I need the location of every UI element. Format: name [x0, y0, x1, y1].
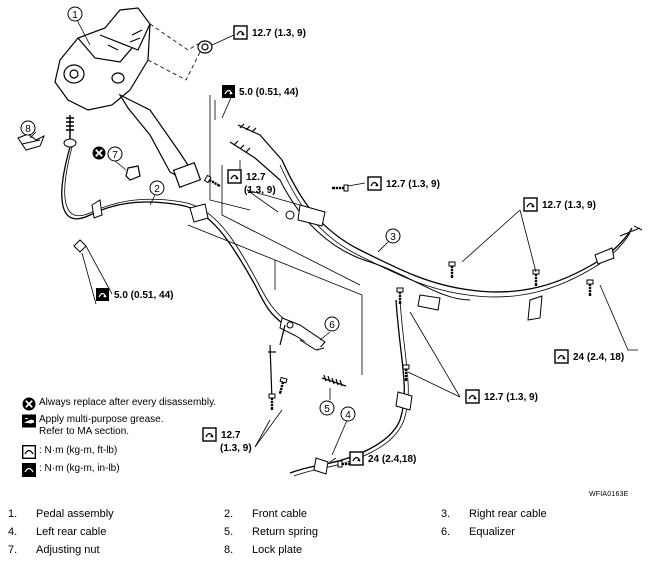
torque-label: 12.7 (1.3, 9): [233, 25, 306, 40]
svg-text:2: 2: [154, 184, 160, 195]
svg-text:5.0 (0.51, 44): 5.0 (0.51, 44): [114, 290, 173, 301]
replace-icon: [91, 145, 107, 161]
svg-text:7: 7: [112, 150, 118, 161]
torque-in-lb-icon: [221, 84, 236, 99]
svg-text:6: 6: [329, 320, 335, 331]
callout-1: 1: [67, 6, 83, 22]
torque-label: 5.0 (0.51, 44): [221, 84, 298, 99]
torque-ft-lb-icon: [349, 451, 364, 466]
torque-ft-lb-icon: [202, 427, 217, 442]
callout-3: 3: [385, 228, 401, 244]
part-item: 7.Adjusting nut: [8, 544, 100, 556]
figure-code: WFIA0163E: [589, 491, 629, 498]
front-cable: [61, 146, 289, 326]
torque-label: 12.7 (1.3, 9): [523, 197, 596, 212]
adjusting-nut: [125, 165, 141, 181]
left-rear-cable: [289, 299, 409, 477]
torque-label: 12.7 (1.3, 9): [367, 176, 440, 191]
lock-plate: [17, 133, 45, 151]
right-rear-cable: [279, 159, 633, 301]
svg-text:12.7 (1.3, 9): 12.7 (1.3, 9): [386, 179, 440, 190]
legend-nm-in-lb-text: : N·m (kg-m, in-lb): [39, 463, 120, 474]
torque-label: 12.7 (1.3, 9): [227, 169, 276, 196]
legend-grease-line-1: Apply multi-purpose grease.: [39, 414, 164, 425]
replace-icon: [22, 397, 36, 411]
torque-label: 24 (2.4,18): [349, 451, 416, 466]
svg-text:1: 1: [72, 10, 78, 21]
svg-text:3: 3: [390, 232, 396, 243]
torque-ft-lb-icon: [22, 445, 36, 459]
svg-text:(1.3, 9): (1.3, 9): [220, 443, 252, 454]
svg-text:12.7: 12.7: [221, 430, 241, 441]
part-item: 2.Front cable: [224, 508, 308, 520]
callout-7: 7: [107, 146, 123, 162]
exploded-view-drawing: 1 2 3 4 5 6 7 8 12.7 (1.3, 9) 5.0 (0.51,…: [17, 6, 643, 477]
torque-label: 12.7 (1.3, 9): [465, 389, 538, 404]
legend-grease: Apply multi-purpose grease. Refer to MA …: [22, 414, 164, 438]
pedal-assembly: [54, 7, 213, 188]
torque-ft-lb-icon: [233, 25, 248, 40]
torque-in-lb-icon: [22, 463, 36, 477]
svg-text:12.7 (1.3, 9): 12.7 (1.3, 9): [542, 200, 596, 211]
torque-ft-lb-icon: [367, 176, 382, 191]
legend-grease-line-2: Refer to MA section.: [39, 426, 130, 437]
svg-text:4: 4: [345, 410, 351, 421]
callout-8: 8: [20, 120, 36, 136]
svg-text:12.7: 12.7: [246, 172, 266, 183]
callout-5: 5: [319, 400, 335, 416]
svg-text:24 (2.4,18): 24 (2.4,18): [368, 454, 416, 465]
callout-2: 2: [149, 180, 165, 196]
torque-ft-lb-icon: [227, 169, 242, 184]
svg-text:5: 5: [324, 404, 330, 415]
callout-4: 4: [340, 406, 356, 422]
return-spring: [321, 374, 347, 387]
part-item: 6.Equalizer: [441, 526, 515, 538]
svg-text:12.7 (1.3, 9): 12.7 (1.3, 9): [484, 392, 538, 403]
svg-text:(1.3, 9): (1.3, 9): [244, 185, 276, 196]
part-item: 1.Pedal assembly: [8, 508, 114, 520]
part-item: 8.Lock plate: [224, 544, 303, 556]
legend-replace: Always replace after every disassembly.: [22, 397, 216, 411]
svg-text:12.7 (1.3, 9): 12.7 (1.3, 9): [252, 28, 306, 39]
torque-label: 12.7 (1.3, 9): [202, 427, 252, 454]
legend-replace-text: Always replace after every disassembly.: [39, 397, 217, 408]
torque-label: 24 (2.4, 18): [554, 349, 624, 364]
torque-ft-lb-icon: [465, 389, 480, 404]
grease-icon: [22, 414, 36, 428]
equalizer: [279, 317, 326, 351]
torque-ft-lb-icon: [554, 349, 569, 364]
svg-text:5.0 (0.51, 44): 5.0 (0.51, 44): [239, 87, 298, 98]
legend-nm-ft-lb: : N·m (kg-m, ft-lb): [22, 445, 117, 459]
legend-nm-in-lb: : N·m (kg-m, in-lb): [22, 463, 120, 477]
legend-nm-ft-lb-text: : N·m (kg-m, ft-lb): [39, 445, 118, 456]
torque-label: 5.0 (0.51, 44): [95, 287, 173, 302]
part-item: 5.Return spring: [224, 526, 319, 538]
svg-text:24 (2.4, 18): 24 (2.4, 18): [573, 352, 624, 363]
callout-6: 6: [324, 316, 340, 332]
torque-ft-lb-icon: [523, 197, 538, 212]
svg-text:8: 8: [25, 124, 31, 135]
torque-in-lb-icon: [95, 287, 110, 302]
part-item: 4.Left rear cable: [8, 526, 107, 538]
part-item: 3.Right rear cable: [441, 508, 547, 520]
